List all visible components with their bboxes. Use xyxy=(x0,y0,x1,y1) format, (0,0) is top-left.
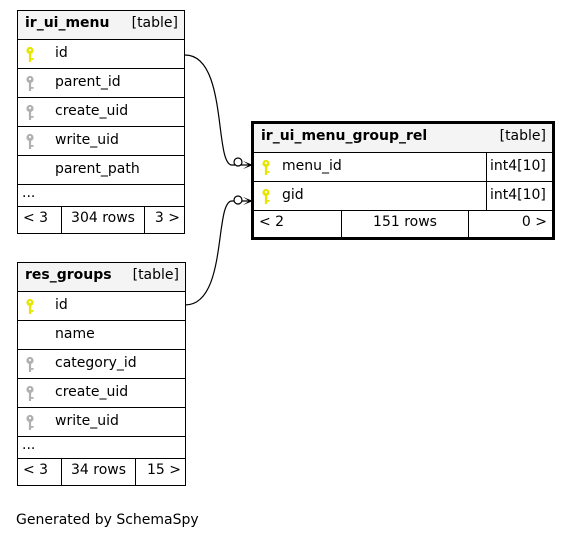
column-row[interactable]: parent_path xyxy=(18,156,184,185)
table-res-groups[interactable]: res_groups [table] id name category_id c… xyxy=(17,262,186,486)
key-icon xyxy=(25,356,39,374)
column-name: menu_id xyxy=(282,158,342,174)
table-name[interactable]: ir_ui_menu_group_rel xyxy=(261,128,428,144)
key-icon xyxy=(25,46,39,64)
key-icon xyxy=(25,75,39,93)
key-icon xyxy=(25,414,39,432)
key-icon xyxy=(25,298,39,316)
key-icon xyxy=(261,159,275,177)
table-type-label: [table] xyxy=(131,15,178,31)
column-name: parent_id xyxy=(55,74,121,90)
key-icon xyxy=(25,133,39,151)
table-type-label: [table] xyxy=(132,267,179,283)
table-footer: < 3 304 rows 3 > xyxy=(18,207,184,233)
children-count[interactable]: 3 > xyxy=(144,207,184,233)
children-count[interactable]: 15 > xyxy=(135,459,185,485)
more-columns: ... xyxy=(18,437,185,459)
column-row[interactable]: parent_id xyxy=(18,69,184,98)
table-name[interactable]: res_groups xyxy=(25,267,112,283)
more-columns: ... xyxy=(18,185,184,207)
children-count[interactable]: 0 > xyxy=(468,211,552,237)
no-key-slot xyxy=(25,327,39,345)
more-columns-ellipsis: ... xyxy=(22,185,36,201)
column-type: int4[10] xyxy=(486,153,552,181)
table-ir-ui-menu-group-rel[interactable]: ir_ui_menu_group_rel [table] menu_id int… xyxy=(251,121,555,240)
table-header: ir_ui_menu [table] xyxy=(18,11,184,40)
column-name: id xyxy=(55,45,68,61)
optional-marker-menu-id xyxy=(233,157,243,167)
table-type-label: [table] xyxy=(499,128,546,144)
parents-count[interactable]: < 3 xyxy=(23,462,49,478)
column-name: id xyxy=(55,297,68,313)
column-name: write_uid xyxy=(55,132,119,148)
row-count: 304 rows xyxy=(61,207,144,233)
column-name: gid xyxy=(282,187,304,203)
column-name: parent_path xyxy=(55,161,140,177)
column-row[interactable]: name xyxy=(18,321,185,350)
column-row[interactable]: create_uid xyxy=(18,98,184,127)
column-row[interactable]: category_id xyxy=(18,350,185,379)
column-row[interactable]: create_uid xyxy=(18,379,185,408)
parents-count[interactable]: < 2 xyxy=(259,214,285,230)
column-row[interactable]: menu_id int4[10] xyxy=(254,153,552,182)
table-header: ir_ui_menu_group_rel [table] xyxy=(254,124,552,153)
generated-by-note: Generated by SchemaSpy xyxy=(16,512,199,528)
column-row[interactable]: write_uid xyxy=(18,408,185,437)
column-name: name xyxy=(55,326,95,342)
optional-marker-gid xyxy=(233,195,243,205)
column-type: int4[10] xyxy=(486,182,552,210)
key-icon xyxy=(261,188,275,206)
column-name: category_id xyxy=(55,355,137,371)
parents-count[interactable]: < 3 xyxy=(23,210,49,226)
column-name: create_uid xyxy=(55,384,129,400)
row-count: 34 rows xyxy=(61,459,135,485)
row-count: 151 rows xyxy=(341,211,468,237)
column-row[interactable]: gid int4[10] xyxy=(254,182,552,211)
key-icon xyxy=(25,385,39,403)
column-name: write_uid xyxy=(55,413,119,429)
key-icon xyxy=(25,104,39,122)
table-header: res_groups [table] xyxy=(18,263,185,292)
edge-menu-id xyxy=(184,54,253,166)
more-columns-ellipsis: ... xyxy=(22,437,36,453)
table-footer: < 3 34 rows 15 > xyxy=(18,459,185,485)
column-row[interactable]: id xyxy=(18,40,184,69)
column-name: create_uid xyxy=(55,103,129,119)
edge-gid xyxy=(184,200,253,306)
table-name[interactable]: ir_ui_menu xyxy=(25,15,110,31)
no-key-slot xyxy=(25,162,39,180)
table-footer: < 2 151 rows 0 > xyxy=(254,211,552,237)
column-row[interactable]: write_uid xyxy=(18,127,184,156)
table-ir-ui-menu[interactable]: ir_ui_menu [table] id parent_id create_u… xyxy=(17,10,185,234)
column-row[interactable]: id xyxy=(18,292,185,321)
